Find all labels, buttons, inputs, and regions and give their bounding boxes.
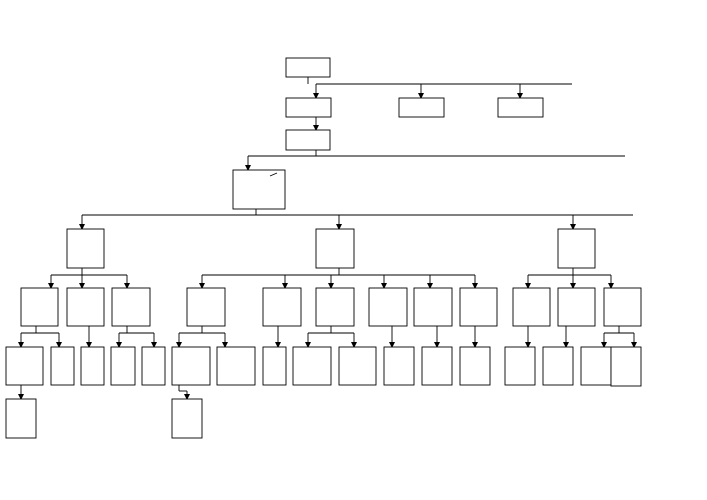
node-rect bbox=[421, 346, 453, 386]
node-rect bbox=[504, 346, 536, 386]
node-rect bbox=[368, 287, 408, 327]
node-box bbox=[262, 346, 287, 386]
node-box bbox=[542, 346, 574, 386]
node-rect bbox=[398, 97, 445, 118]
node-box bbox=[413, 287, 453, 327]
node-rect bbox=[315, 287, 355, 327]
node-box bbox=[262, 287, 302, 327]
node-rect bbox=[557, 287, 596, 327]
node-rect bbox=[459, 287, 498, 327]
node-box bbox=[80, 346, 105, 386]
node-rect bbox=[171, 346, 211, 386]
node-rect bbox=[50, 346, 75, 386]
node-rect bbox=[497, 97, 544, 118]
node-box bbox=[292, 346, 332, 386]
node-rect bbox=[186, 287, 226, 327]
node-box bbox=[110, 346, 136, 386]
node-box bbox=[50, 346, 75, 386]
node-box bbox=[338, 346, 377, 386]
node-rect bbox=[459, 346, 491, 386]
node-rect bbox=[171, 398, 203, 439]
node-rect bbox=[603, 287, 642, 327]
node-rect bbox=[110, 346, 136, 386]
node-box bbox=[368, 287, 408, 327]
node-box bbox=[504, 346, 536, 386]
node-rect bbox=[512, 287, 551, 327]
node-box bbox=[66, 287, 105, 327]
node-rect bbox=[557, 228, 596, 269]
node-box bbox=[315, 228, 355, 269]
node-rect bbox=[216, 346, 256, 386]
node-rect bbox=[383, 346, 415, 386]
node-box bbox=[315, 287, 355, 327]
node-rect bbox=[315, 228, 355, 269]
node-rect bbox=[141, 346, 166, 386]
node-rect bbox=[285, 129, 331, 151]
node-box bbox=[186, 287, 226, 327]
node-box bbox=[285, 57, 331, 78]
node-rect bbox=[262, 346, 287, 386]
node-box bbox=[383, 346, 415, 386]
node-rect bbox=[292, 346, 332, 386]
node-rect bbox=[66, 228, 105, 269]
node-box bbox=[171, 398, 203, 439]
node-box bbox=[398, 97, 445, 118]
node-box bbox=[285, 97, 332, 118]
node-box bbox=[497, 97, 544, 118]
node-rect bbox=[285, 57, 331, 78]
node-box bbox=[459, 346, 491, 386]
node-boxes bbox=[5, 57, 642, 439]
connector-lines bbox=[18, 77, 637, 400]
node-box bbox=[557, 228, 596, 269]
stray-mark bbox=[269, 172, 278, 177]
node-rect bbox=[232, 169, 286, 210]
node-box bbox=[141, 346, 166, 386]
node-box bbox=[5, 346, 44, 386]
node-rect bbox=[20, 287, 59, 327]
node-box bbox=[610, 346, 642, 387]
node-box bbox=[5, 398, 37, 439]
node-box bbox=[421, 346, 453, 386]
node-box bbox=[512, 287, 551, 327]
node-rect bbox=[413, 287, 453, 327]
node-rect bbox=[285, 97, 332, 118]
node-rect bbox=[80, 346, 105, 386]
node-rect bbox=[111, 287, 151, 327]
node-box bbox=[557, 287, 596, 327]
node-box bbox=[232, 169, 286, 210]
node-rect bbox=[5, 346, 44, 386]
node-box bbox=[66, 228, 105, 269]
node-rect bbox=[338, 346, 377, 386]
node-rect bbox=[262, 287, 302, 327]
node-box bbox=[216, 346, 256, 386]
node-box bbox=[20, 287, 59, 327]
node-box bbox=[285, 129, 331, 151]
node-rect bbox=[542, 346, 574, 386]
node-box bbox=[171, 346, 211, 386]
node-box bbox=[111, 287, 151, 327]
node-rect bbox=[5, 398, 37, 439]
node-rect bbox=[610, 346, 642, 387]
node-box bbox=[580, 346, 612, 386]
node-rect bbox=[66, 287, 105, 327]
node-rect bbox=[580, 346, 612, 386]
node-box bbox=[459, 287, 498, 327]
node-box bbox=[603, 287, 642, 327]
